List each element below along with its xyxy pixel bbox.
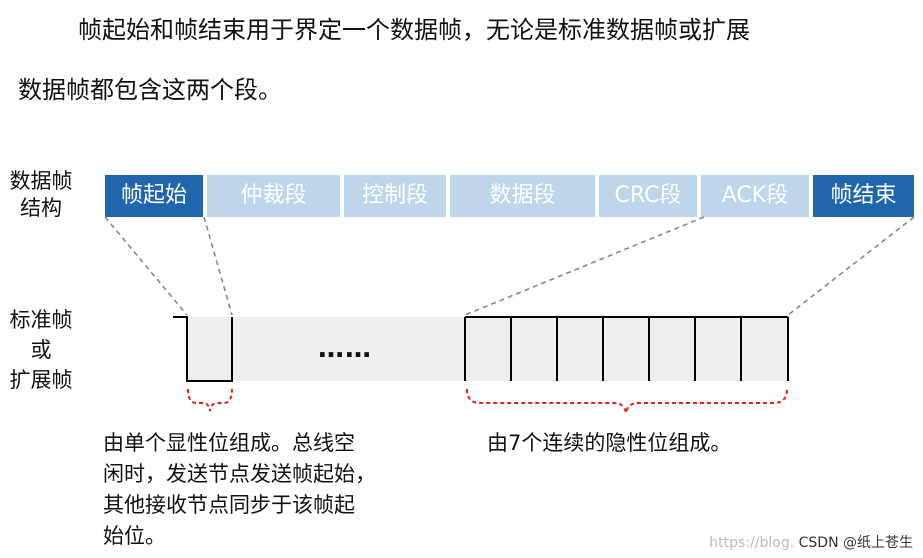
frame-structure-label: 数据帧 结构 (9, 169, 73, 220)
segment-sof: 帧起始 (105, 175, 203, 217)
sof-waveform (173, 316, 233, 382)
eof-brace (466, 388, 788, 414)
segment-ack: ACK段 (701, 175, 809, 217)
eof-note: 由7个连续的隐性位组成。 (487, 431, 732, 455)
segment-data: 数据段 (450, 175, 595, 217)
sof-bit-cell (187, 317, 232, 381)
watermark-brand: CSDN @纸上苍生 (798, 535, 913, 551)
guide-eof-left (464, 216, 705, 316)
std-ext-frame-label: 标准帧 或 扩展帧 (9, 308, 73, 392)
guide-sof-right (203, 216, 233, 316)
dashed-guides (104, 216, 915, 316)
sof-note: 由单个显性位组成。总线空 闲时，发送节点发送帧起始， 其他接收节点同步于该帧起 … (103, 431, 376, 548)
watermark-url: https://blog. (709, 535, 795, 551)
ellipsis: …… (318, 334, 372, 364)
intro-line-1: 帧起始和帧结束用于界定一个数据帧，无论是标准数据帧或扩展 (78, 16, 750, 44)
segment-eof: 帧结束 (813, 175, 914, 217)
segment-crc: CRC段 (599, 175, 697, 217)
watermark: https://blog. CSDN @纸上苍生 (709, 532, 913, 552)
middle-band (232, 317, 465, 381)
guide-sof-left (104, 216, 188, 316)
eof-bits (464, 316, 789, 381)
segment-control: 控制段 (344, 175, 446, 217)
intro-line-2: 数据帧都包含这两个段。 (18, 76, 282, 104)
eof-bits-background (465, 317, 788, 381)
segment-arbitration: 仲裁段 (207, 175, 340, 217)
sof-brace (187, 388, 233, 412)
intro-paragraph: 帧起始和帧结束用于界定一个数据帧，无论是标准数据帧或扩展 数据帧都包含这两个段。 (18, 0, 908, 120)
guide-eof-right (787, 216, 915, 316)
